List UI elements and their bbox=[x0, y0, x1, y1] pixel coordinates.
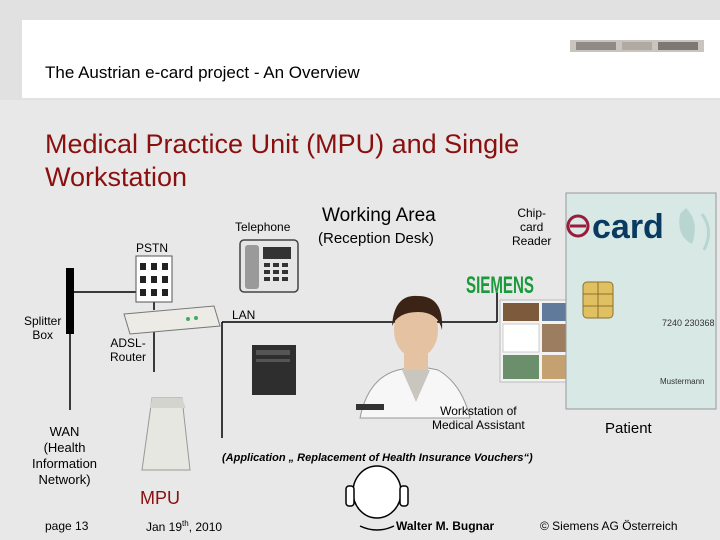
header-logo-strip bbox=[570, 40, 704, 52]
header-box bbox=[22, 20, 720, 98]
splitter-box bbox=[66, 268, 74, 334]
patient-label: Patient bbox=[605, 420, 652, 437]
application-note: (Application „ Replacement of Health Ins… bbox=[222, 452, 533, 464]
footer-author: Walter M. Bugnar bbox=[396, 519, 495, 533]
headset-user-icon bbox=[345, 465, 409, 531]
adsl-router-icon bbox=[123, 305, 221, 335]
pstn-socket-icon bbox=[135, 255, 173, 303]
siemens-logo-text: SIEMENS bbox=[466, 272, 534, 299]
medical-assistant-figure bbox=[356, 295, 471, 419]
footer-date: Jan 19th, 2010 bbox=[146, 519, 223, 534]
computer-tower-icon bbox=[252, 345, 296, 395]
siemens-reader-icon: SIEMENS bbox=[466, 272, 534, 299]
header-title: The Austrian e-card project - An Overvie… bbox=[45, 63, 360, 82]
ecard-number-text: 7240 230368 bbox=[662, 318, 715, 328]
adsl-router-label: ADSL- Router bbox=[110, 336, 147, 364]
workstation-label: Workstation of Medical Assistant bbox=[432, 404, 525, 432]
splitter-box-label: Splitter Box bbox=[24, 314, 62, 342]
working-area-label: Working Area bbox=[322, 205, 436, 226]
footer-copyright: © Siemens AG Österreich bbox=[540, 519, 678, 533]
ecard-logo-text: card bbox=[592, 208, 664, 246]
mpu-label: MPU bbox=[140, 488, 180, 508]
mpu-device-icon bbox=[141, 397, 191, 471]
telephone-label: Telephone bbox=[235, 220, 291, 234]
reception-desk-label: (Reception Desk) bbox=[318, 230, 434, 247]
pstn-label: PSTN bbox=[136, 241, 169, 255]
telephone-icon bbox=[239, 239, 299, 293]
ecard-name-text: Mustermann bbox=[660, 377, 704, 386]
ecard-image: card 7240 230368 Mustermann bbox=[565, 192, 717, 410]
footer-page-number: page 13 bbox=[45, 519, 89, 533]
wan-label: WAN (Health Information Network) bbox=[32, 424, 98, 487]
lan-label: LAN bbox=[232, 308, 256, 322]
chipcard-reader-label: Chip- card Reader bbox=[512, 206, 552, 248]
slide-title: Medical Practice Unit (MPU) and Single W… bbox=[45, 129, 520, 192]
